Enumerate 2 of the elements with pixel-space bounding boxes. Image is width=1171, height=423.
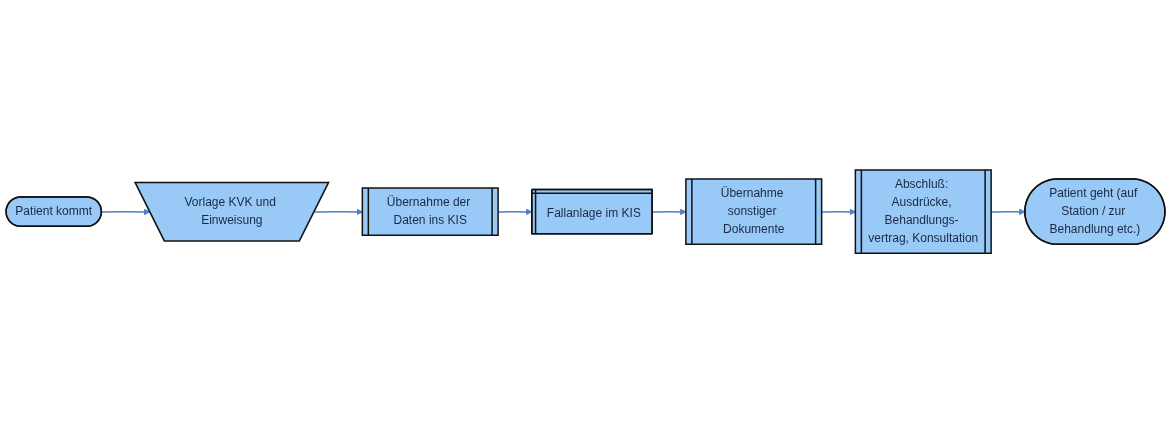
- arrow: [313, 208, 363, 216]
- arrow: [821, 208, 857, 216]
